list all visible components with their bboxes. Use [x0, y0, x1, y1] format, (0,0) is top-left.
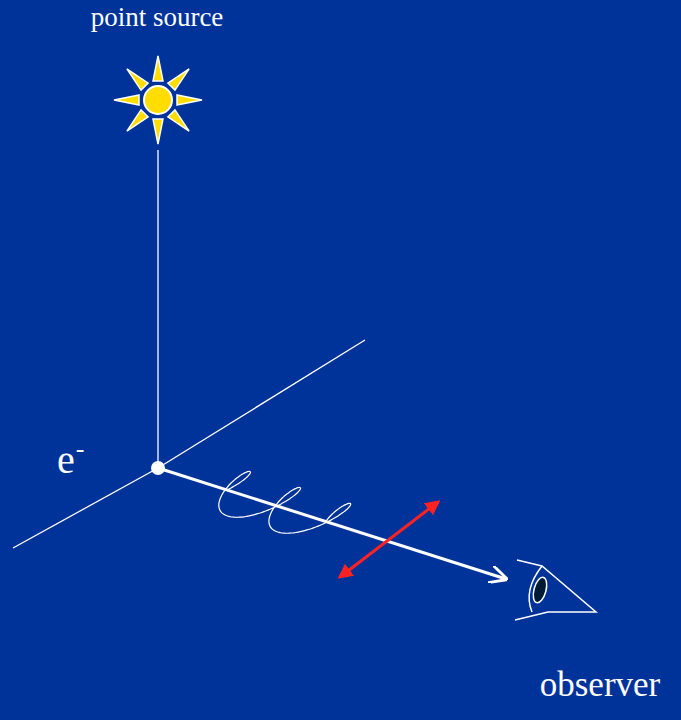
- electron-dot: [151, 461, 165, 475]
- axis-line: [13, 468, 158, 548]
- electron-label: e: [57, 440, 75, 480]
- polarization-arrow: [340, 502, 438, 577]
- axis-line: [158, 340, 365, 468]
- charge-sign: -: [76, 436, 85, 462]
- eye-icon: [515, 560, 596, 620]
- incident-ray: [157, 150, 158, 468]
- scattered-ray: [158, 468, 506, 579]
- observer-label: observer: [540, 667, 661, 702]
- sun-icon: [114, 56, 202, 144]
- source-label: point source: [91, 4, 224, 31]
